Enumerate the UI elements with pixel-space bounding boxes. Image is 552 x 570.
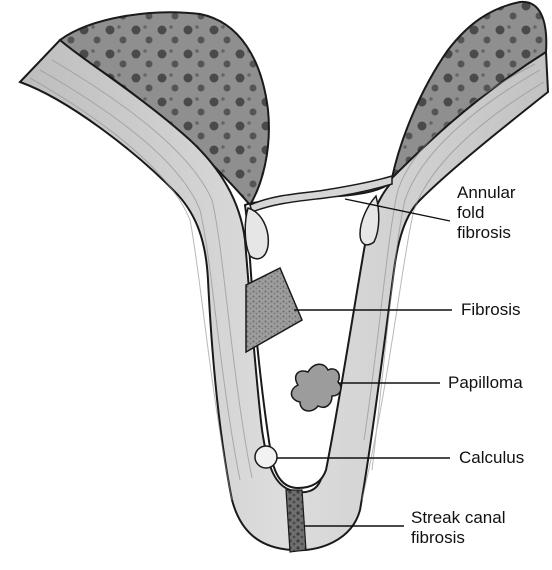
label-fibrosis: Fibrosis — [461, 300, 521, 320]
label-streak-line-1: Streak canal — [411, 508, 506, 528]
streak-canal-fibrosis-lesion — [286, 490, 306, 552]
label-streak-line-2: fibrosis — [411, 528, 506, 548]
label-calculus: Calculus — [459, 448, 524, 468]
label-streak-canal-fibrosis: Streak canal fibrosis — [411, 508, 506, 548]
label-annular-fold-fibrosis: Annular fold fibrosis — [457, 183, 516, 243]
calculus-lesion — [255, 446, 277, 468]
label-papilloma: Papilloma — [448, 373, 523, 393]
label-annular-line-1: Annular — [457, 183, 516, 203]
label-annular-line-3: fibrosis — [457, 223, 516, 243]
label-annular-line-2: fold — [457, 203, 516, 223]
